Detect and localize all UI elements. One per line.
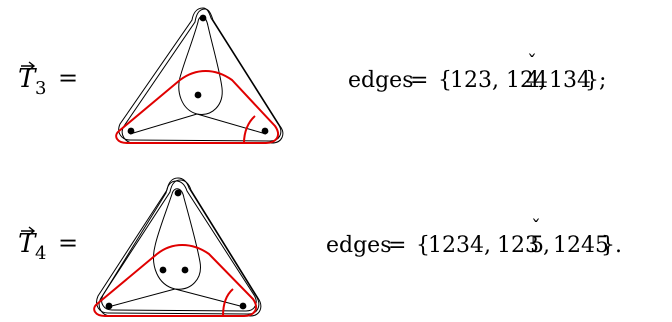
- t4-check-accent: ˇ: [531, 215, 541, 239]
- t3-vertex-right: [261, 127, 269, 135]
- t3-spoke-right: [196, 113, 267, 135]
- t3-outer-edge-b: [121, 8, 284, 144]
- t4-red-angle-mark: [222, 288, 234, 317]
- t4-edges-equals: =: [388, 233, 406, 258]
- t3-spoke-left: [129, 113, 198, 135]
- t4-edge-1245: 1245: [553, 233, 609, 258]
- t3-check-accent: ˇ: [527, 50, 537, 74]
- t4-subscript: 4: [35, 243, 46, 264]
- t4-spoke-right: [174, 288, 245, 308]
- t3-symbol: T: [18, 64, 37, 94]
- t3-edge-124-comma: ,: [539, 68, 546, 93]
- t3-vertex-left: [127, 127, 135, 135]
- t4-vertex-center-right: [181, 266, 189, 274]
- t3-edge-124-last: 4: [526, 68, 540, 93]
- t3-vertex-center: [194, 91, 202, 99]
- t4-outer-edge-b: [98, 179, 262, 317]
- t4-edge-1235-prefix: 123: [497, 233, 539, 258]
- t4-edge-1234: 1234,: [428, 233, 491, 258]
- t3-red-angle-mark: [243, 115, 256, 144]
- t4-edge-1235-last: 5: [530, 233, 544, 258]
- t4-vertex-left: [105, 302, 113, 310]
- t3-inner-oval: [178, 16, 223, 115]
- t3-subscript: 3: [35, 78, 46, 99]
- t4-edge-1235-comma: ,: [543, 233, 550, 258]
- t4-vertex-top: [174, 189, 182, 197]
- row-1-lhs: T 3 =: [18, 61, 78, 99]
- t4-vertices: [105, 189, 247, 310]
- t3-red-edge: [115, 70, 279, 144]
- t3-red-hyperedge: [115, 70, 279, 144]
- t4-arrow-accent: [21, 226, 36, 236]
- t4-spoke-left: [107, 288, 176, 308]
- t3-edges-word: edges: [348, 68, 414, 93]
- t3-equals: =: [58, 64, 78, 92]
- t4-open-brace: {: [416, 233, 430, 258]
- t3-arrow-accent: [21, 61, 36, 71]
- row-1-rhs: edges = { 123, 124 4 ˇ , 134 };: [348, 50, 606, 93]
- t4-outer-edge-c: [101, 180, 257, 312]
- t3-edge-134: 134: [549, 68, 591, 93]
- t3-vertex-top: [199, 14, 207, 22]
- t4-equals: =: [58, 229, 78, 257]
- row-2-rhs: edges = { 1234, 123 5 ˇ , 1245 }.: [326, 215, 622, 258]
- t3-outer-edge-a: [118, 7, 282, 142]
- t3-open-brace: {: [438, 68, 452, 93]
- t4-close: }.: [601, 233, 622, 258]
- t4-hypergraph: [96, 177, 262, 317]
- t3-edge-123: 123,: [450, 68, 499, 93]
- t3-edge-124-prefix: 124: [506, 68, 548, 93]
- t4-vertex-center-left: [159, 266, 167, 274]
- row-2-lhs: T 4 =: [18, 226, 78, 264]
- t4-symbol: T: [18, 229, 37, 259]
- t3-edges-equals: =: [410, 68, 428, 93]
- t3-hypergraph: [118, 7, 284, 144]
- t4-inner-oval: [153, 188, 201, 290]
- t3-vertices: [127, 14, 269, 135]
- t4-vertex-right: [239, 302, 247, 310]
- t3-close: };: [585, 68, 606, 93]
- t4-edges-word: edges: [326, 233, 392, 258]
- t4-red-edge: [93, 244, 257, 317]
- t4-red-hyperedge: [93, 244, 257, 317]
